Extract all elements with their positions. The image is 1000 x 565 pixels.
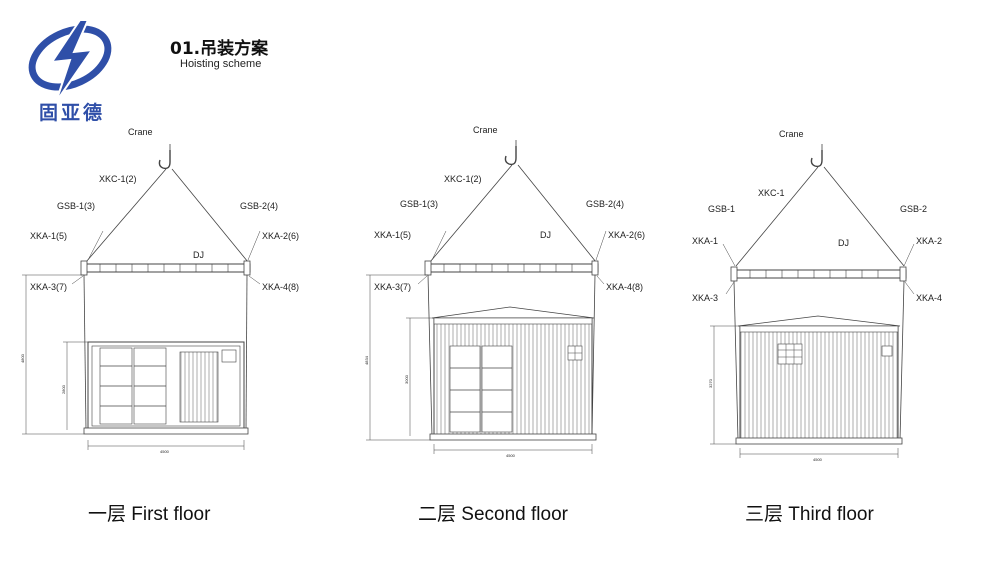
dim-width: 4500: [813, 457, 823, 462]
dim-width: 4500: [160, 449, 170, 454]
crane-hook-icon: [810, 150, 823, 168]
label-gsb-right: GSB-2(4): [586, 199, 624, 209]
label-crane: Crane: [779, 129, 804, 139]
label-dj: DJ: [838, 238, 849, 248]
label-crane: Crane: [473, 125, 498, 135]
lightning-bolt-icon: [49, 19, 95, 103]
label-xkc: XKC-1: [758, 188, 785, 198]
label-dj: DJ: [193, 250, 204, 260]
label-dj: DJ: [540, 230, 551, 240]
label-xkc: XKC-1(2): [444, 174, 482, 184]
caption-second-floor: 二层 Second floor: [418, 504, 568, 525]
caption-first-floor: 一层 First floor: [88, 504, 211, 525]
label-gsb-left: GSB-1(3): [400, 199, 438, 209]
caption-third-floor: 三层 Third floor: [745, 504, 874, 525]
page-title: 01.吊装方案: [170, 39, 269, 59]
label-crane: Crane: [128, 127, 153, 137]
diagram-third-floor: [710, 144, 915, 458]
label-gsb-left: GSB-1(3): [57, 201, 95, 211]
diagram-first-floor: [22, 144, 261, 450]
dim-width: 4500: [506, 453, 516, 458]
label-gsb-right: GSB-2(4): [240, 201, 278, 211]
label-xka-bottom-right: XKA-4: [916, 293, 942, 303]
label-xka-top-right: XKA-2(6): [608, 230, 645, 240]
dim-height-box: 3000: [404, 374, 409, 384]
label-xka-top-left: XKA-1: [692, 236, 718, 246]
label-gsb-right: GSB-2: [900, 204, 927, 214]
label-xka-bottom-left: XKA-3(7): [30, 282, 67, 292]
logo-text: 固亚德: [38, 102, 105, 124]
label-xka-bottom-left: XKA-3: [692, 293, 718, 303]
company-logo: [28, 19, 112, 103]
label-xka-top-right: XKA-2(6): [262, 231, 299, 241]
diagram-second-floor: [366, 140, 607, 454]
label-xkc: XKC-1(2): [99, 174, 137, 184]
label-xka-top-right: XKA-2: [916, 236, 942, 246]
dim-height-total: 4800: [20, 353, 25, 363]
page-subtitle: Hoisting scheme: [180, 58, 262, 70]
dim-height-total: 4834: [364, 355, 369, 365]
label-xka-bottom-right: XKA-4(8): [262, 282, 299, 292]
crane-hook-icon: [158, 150, 171, 170]
dim-height-box: 3270: [708, 378, 713, 388]
label-xka-bottom-right: XKA-4(8): [606, 282, 643, 292]
label-xka-top-left: XKA-1(5): [30, 231, 67, 241]
crane-hook-icon: [504, 146, 517, 166]
label-xka-top-left: XKA-1(5): [374, 230, 411, 240]
dim-height-box: 2800: [61, 384, 66, 394]
label-xka-bottom-left: XKA-3(7): [374, 282, 411, 292]
label-gsb-left: GSB-1: [708, 204, 735, 214]
